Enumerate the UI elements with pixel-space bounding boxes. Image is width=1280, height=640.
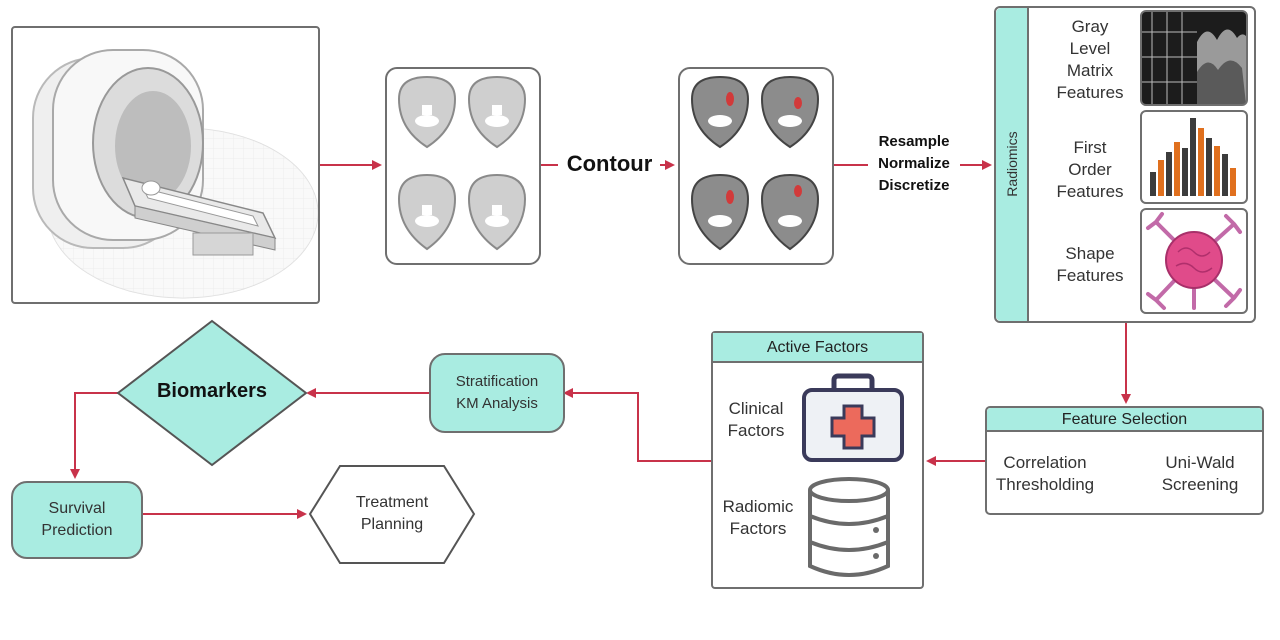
radiomic-factors-label: Radiomic Factors <box>722 497 794 538</box>
radiomics-side-bar <box>996 8 1029 321</box>
uni-wald-screening-label: Uni-Wald Screening <box>1161 453 1239 494</box>
contoured-slices-icon <box>690 75 820 251</box>
arrow-biomarkers-to-survival <box>70 392 120 479</box>
clinical-factors-label: Clinical Factors <box>727 399 785 440</box>
feature-shape-label: Shape Features <box>1056 244 1124 285</box>
contoured-slices-panel <box>678 67 834 265</box>
database-icon <box>806 476 892 580</box>
stratification-label: Stratification KM Analysis <box>455 373 539 412</box>
feature-selection-title: Feature Selection <box>987 408 1262 432</box>
arrow-factors-to-stratification <box>563 388 711 462</box>
ct-slices-icon <box>397 75 527 251</box>
feature-gray-level-label: Gray Level Matrix Features <box>1056 17 1124 102</box>
texture-matrix-icon <box>1140 10 1248 106</box>
biomarkers-label: Biomarkers <box>156 380 268 402</box>
active-factors-title: Active Factors <box>713 333 922 363</box>
feature-first-order-label: First Order Features <box>1056 138 1124 201</box>
contour-label: Contour <box>566 151 653 176</box>
preprocess-label: Resample Normalize Discretize <box>878 133 950 194</box>
medical-kit-icon <box>800 372 906 464</box>
survival-prediction-box <box>11 481 143 559</box>
histogram-icon <box>1140 110 1248 204</box>
scanner-panel <box>11 26 320 304</box>
stratification-box <box>429 353 565 433</box>
ct-slices-panel <box>385 67 541 265</box>
correlation-thresholding-label: Correlation Thresholding <box>995 453 1095 494</box>
mri-scanner-icon <box>32 49 318 299</box>
survival-prediction-label: Survival Prediction <box>41 500 113 539</box>
tumor-shape-icon <box>1140 208 1248 314</box>
treatment-planning-label: Treatment Planning <box>355 494 429 533</box>
